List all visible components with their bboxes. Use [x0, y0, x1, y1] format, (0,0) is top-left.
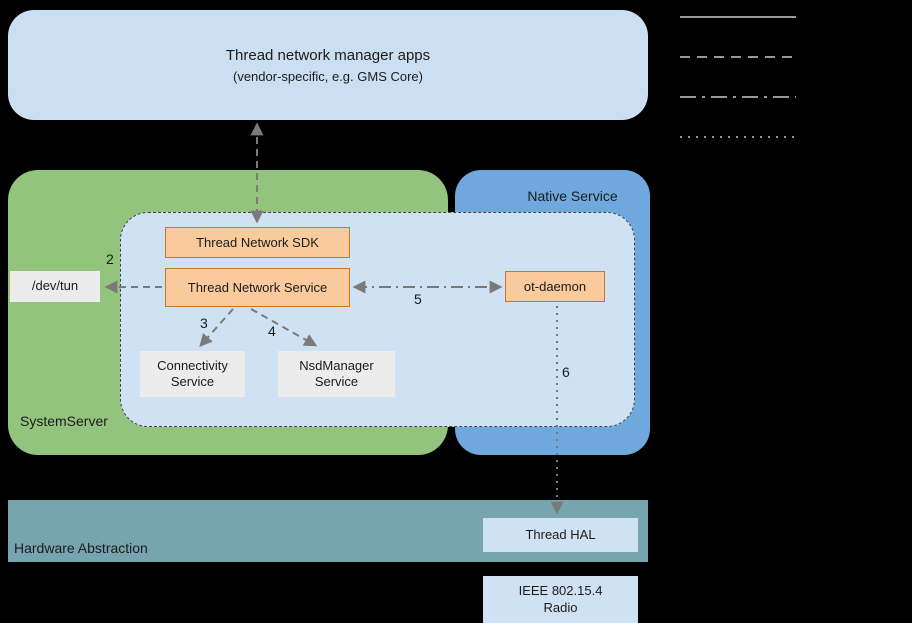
ot-daemon-box: ot-daemon [505, 271, 605, 302]
thread-manager-apps-box: Thread network manager apps (vendor-spec… [8, 10, 648, 120]
system-server-label: SystemServer [20, 413, 108, 429]
arrow-label-6: 6 [562, 364, 570, 380]
ieee-radio-line2: Radio [543, 599, 578, 615]
thread-network-service-box: Thread Network Service [165, 268, 350, 307]
hardware-abstraction-label: Hardware Abstraction [14, 540, 148, 556]
arrow-label-5: 5 [414, 291, 422, 307]
ieee-radio-box: IEEE 802.15.4 Radio [483, 576, 638, 623]
arrow-label-3: 3 [200, 315, 208, 331]
dev-tun-box: /dev/tun [10, 271, 100, 302]
apps-box-subtitle: (vendor-specific, e.g. GMS Core) [232, 68, 423, 84]
nsdmanager-service-line2: Service [314, 374, 359, 389]
nsdmanager-service-box: NsdManager Service [278, 351, 395, 397]
apps-box-title: Thread network manager apps [225, 46, 431, 64]
connectivity-service-box: Connectivity Service [140, 351, 245, 397]
ieee-radio-line1: IEEE 802.15.4 [518, 582, 603, 598]
nsdmanager-service-line1: NsdManager [299, 357, 374, 373]
connectivity-service-line1: Connectivity [157, 357, 228, 373]
arrow-label-2: 2 [106, 251, 114, 267]
native-service-label: Native Service [527, 188, 618, 204]
connectivity-service-line2: Service [170, 374, 215, 389]
arrow-label-4: 4 [268, 323, 276, 339]
thread-hal-box: Thread HAL [483, 518, 638, 552]
thread-network-sdk-box: Thread Network SDK [165, 227, 350, 258]
